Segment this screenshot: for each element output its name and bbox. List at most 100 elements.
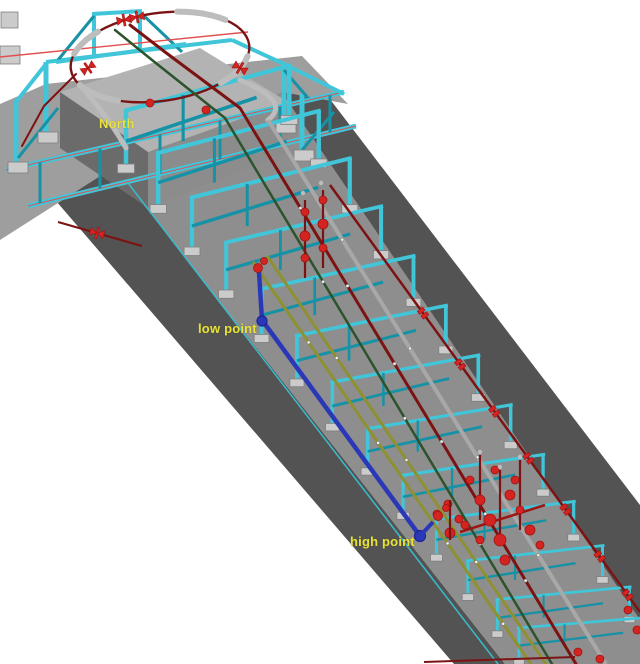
support-top-beam bbox=[223, 204, 384, 245]
flange-plate bbox=[522, 451, 531, 461]
valve-body bbox=[483, 513, 497, 527]
flange-dot bbox=[408, 346, 412, 351]
flange-dot bbox=[392, 361, 397, 366]
flange-dot bbox=[334, 356, 339, 360]
flange-dot bbox=[501, 621, 506, 626]
label-high-point: high point bbox=[350, 534, 415, 549]
valve-body bbox=[300, 253, 310, 263]
flange-plate bbox=[559, 503, 569, 512]
flange-dot bbox=[345, 284, 350, 288]
flange-dot bbox=[376, 441, 380, 445]
platform-edge-beam bbox=[283, 62, 345, 96]
concrete-footing bbox=[293, 149, 315, 162]
flange-dot bbox=[475, 455, 480, 460]
flange-plate bbox=[488, 404, 497, 414]
flange-dot bbox=[306, 340, 311, 345]
concrete-footing bbox=[461, 593, 474, 601]
pier-deck bbox=[115, 90, 640, 664]
valve-body bbox=[524, 524, 536, 536]
drain-ball-joint bbox=[256, 315, 268, 327]
flange-dot bbox=[298, 206, 303, 210]
pier-right-side-band bbox=[280, 60, 640, 620]
support-mid-beam bbox=[402, 473, 516, 499]
support-mid-beam bbox=[191, 185, 319, 228]
flange-plate bbox=[597, 554, 606, 564]
concrete-footing bbox=[430, 553, 443, 562]
valve-body bbox=[475, 535, 485, 545]
valve-icon bbox=[231, 60, 249, 76]
platform-edge-beam bbox=[231, 38, 285, 66]
valve-body bbox=[465, 475, 475, 485]
valve-body bbox=[253, 263, 263, 273]
flange-dot bbox=[474, 560, 479, 564]
valve-body bbox=[201, 105, 211, 115]
valve-body bbox=[318, 243, 328, 253]
expansion-loop-pipe bbox=[69, 10, 251, 104]
label-low-point: low point bbox=[198, 321, 257, 336]
valve-body bbox=[474, 494, 486, 506]
flange-plate bbox=[491, 409, 501, 418]
platform-block-left-face bbox=[60, 92, 148, 208]
loop-tower-beam bbox=[91, 9, 143, 16]
concrete-footing bbox=[567, 533, 581, 542]
flange-dot bbox=[439, 439, 444, 444]
north-axis-line bbox=[0, 31, 249, 58]
riser-cap bbox=[300, 190, 306, 196]
support-top-beam bbox=[155, 108, 322, 156]
valve-body bbox=[504, 489, 516, 501]
support-top-beam bbox=[189, 155, 353, 200]
flange-plate bbox=[453, 357, 463, 367]
valve-icon bbox=[79, 60, 97, 76]
flange-plate bbox=[625, 593, 634, 602]
concrete-footing bbox=[536, 488, 550, 497]
flange-dot bbox=[404, 458, 409, 462]
concrete-footing bbox=[149, 204, 167, 214]
pipe-run-insulated bbox=[266, 118, 608, 664]
flange-dot bbox=[321, 279, 325, 284]
small-line-conduit bbox=[127, 182, 499, 664]
concrete-footing bbox=[7, 161, 29, 174]
valve-body bbox=[499, 554, 511, 566]
valve-body bbox=[493, 533, 507, 547]
riser-cap bbox=[477, 449, 483, 455]
support-top-beam bbox=[365, 403, 513, 431]
flange-plate bbox=[593, 549, 603, 559]
valve-body bbox=[318, 195, 328, 205]
flange-plate bbox=[563, 507, 572, 517]
riser-cap bbox=[497, 464, 503, 470]
riser-cap bbox=[517, 454, 523, 460]
valve-body bbox=[632, 625, 640, 635]
valve-body bbox=[260, 257, 268, 265]
support-mid-beam bbox=[518, 631, 624, 647]
concrete-footing bbox=[183, 246, 201, 256]
flange-plate bbox=[621, 588, 631, 597]
drain-stub bbox=[418, 520, 435, 538]
flange-dot bbox=[523, 578, 528, 583]
flange-plate bbox=[525, 456, 535, 465]
valve-icon bbox=[88, 226, 106, 240]
support-mid-beam bbox=[261, 280, 384, 317]
support-mid-beam bbox=[225, 232, 351, 272]
concrete-footing bbox=[503, 440, 518, 450]
manifold-header bbox=[459, 503, 546, 534]
insulated-sweep bbox=[237, 77, 279, 123]
support-mid-beam bbox=[436, 519, 547, 541]
valve-body bbox=[442, 504, 450, 512]
valve-body bbox=[535, 540, 545, 550]
concrete-footing bbox=[218, 289, 235, 299]
valve-body bbox=[433, 511, 443, 521]
pipe-run-dark-red bbox=[128, 23, 578, 664]
pipe-stub-bottom bbox=[423, 656, 576, 663]
flange-dot bbox=[445, 541, 450, 546]
loop-tower-brace bbox=[56, 15, 96, 61]
flange-dot bbox=[340, 237, 345, 242]
flange-dot bbox=[403, 416, 407, 421]
pipe-run-olive bbox=[251, 261, 533, 664]
valve-body bbox=[299, 230, 311, 242]
concrete-block bbox=[0, 11, 19, 29]
valve-body bbox=[595, 654, 605, 664]
valve-body bbox=[490, 465, 500, 475]
flange-plate bbox=[457, 362, 467, 371]
